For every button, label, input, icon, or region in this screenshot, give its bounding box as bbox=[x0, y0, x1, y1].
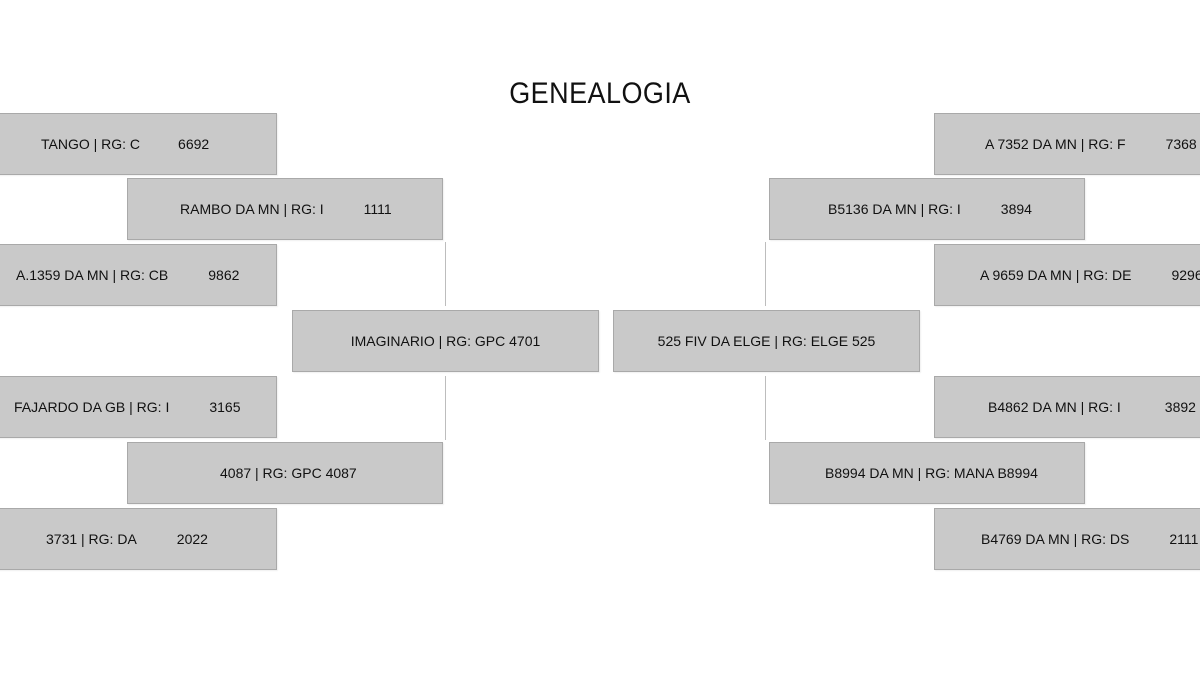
node-number: 2111 bbox=[1169, 531, 1199, 547]
sire-mother-box: 4087 | RG: GPC 4087 bbox=[127, 442, 443, 504]
sire-connector-lower bbox=[445, 376, 446, 440]
node-name: A 9659 DA MN | RG: DE bbox=[980, 267, 1132, 283]
dam-paternal-grandfather-box: A 7352 DA MN | RG: F 7368 bbox=[934, 113, 1200, 175]
dam-mother-box: B8994 DA MN | RG: MANA B8994 bbox=[769, 442, 1085, 504]
sire-paternal-grandmother-box: A.1359 DA MN | RG: CB 9862 bbox=[0, 244, 277, 306]
node-name: B4862 DA MN | RG: I bbox=[988, 399, 1121, 415]
dam-connector-lower bbox=[765, 376, 766, 440]
node-number: 9296 bbox=[1171, 267, 1200, 283]
dam-maternal-grandmother-box: B4769 DA MN | RG: DS 2111 bbox=[934, 508, 1200, 570]
node-number: 3892 bbox=[1164, 399, 1196, 415]
node-number: 9862 bbox=[208, 267, 240, 283]
sire-maternal-grandmother-box: 3731 | RG: DA 2022 bbox=[0, 508, 277, 570]
node-number: 7368 bbox=[1165, 136, 1197, 152]
dam-paternal-grandmother-box: A 9659 DA MN | RG: DE 9296 bbox=[934, 244, 1200, 306]
node-name: B4769 DA MN | RG: DS bbox=[981, 531, 1130, 547]
dam-self-box: 525 FIV DA ELGE | RG: ELGE 525 bbox=[613, 310, 920, 372]
node-name: B8994 DA MN | RG: MANA B8994 bbox=[825, 465, 1038, 481]
node-name: TANGO | RG: C bbox=[41, 136, 141, 152]
page-title: GENEALOGIA bbox=[509, 77, 691, 110]
node-name: FAJARDO DA GB | RG: I bbox=[14, 399, 170, 415]
node-name: 3731 | RG: DA bbox=[46, 531, 137, 547]
dam-father-box: B5136 DA MN | RG: I 3894 bbox=[769, 178, 1085, 240]
sire-father-box: RAMBO DA MN | RG: I 1111 bbox=[127, 178, 443, 240]
node-name: A.1359 DA MN | RG: CB bbox=[16, 267, 169, 283]
sire-maternal-grandfather-box: FAJARDO DA GB | RG: I 3165 bbox=[0, 376, 277, 438]
node-number: 3894 bbox=[1000, 201, 1032, 217]
node-name: RAMBO DA MN | RG: I bbox=[180, 201, 324, 217]
node-name: B5136 DA MN | RG: I bbox=[828, 201, 961, 217]
node-name: 525 FIV DA ELGE | RG: ELGE 525 bbox=[657, 333, 876, 349]
node-number: 2022 bbox=[176, 531, 208, 547]
sire-self-box: IMAGINARIO | RG: GPC 4701 bbox=[292, 310, 599, 372]
node-number: 6692 bbox=[178, 136, 210, 152]
sire-connector-upper bbox=[445, 242, 446, 306]
sire-paternal-grandfather-box: TANGO | RG: C 6692 bbox=[0, 113, 277, 175]
node-number: 3165 bbox=[209, 399, 241, 415]
node-number: 1111 bbox=[363, 201, 392, 217]
dam-maternal-grandfather-box: B4862 DA MN | RG: I 3892 bbox=[934, 376, 1200, 438]
node-name: IMAGINARIO | RG: GPC 4701 bbox=[350, 333, 541, 349]
dam-connector-upper bbox=[765, 242, 766, 306]
node-name: A 7352 DA MN | RG: F bbox=[985, 136, 1126, 152]
node-name: 4087 | RG: GPC 4087 bbox=[220, 465, 357, 481]
